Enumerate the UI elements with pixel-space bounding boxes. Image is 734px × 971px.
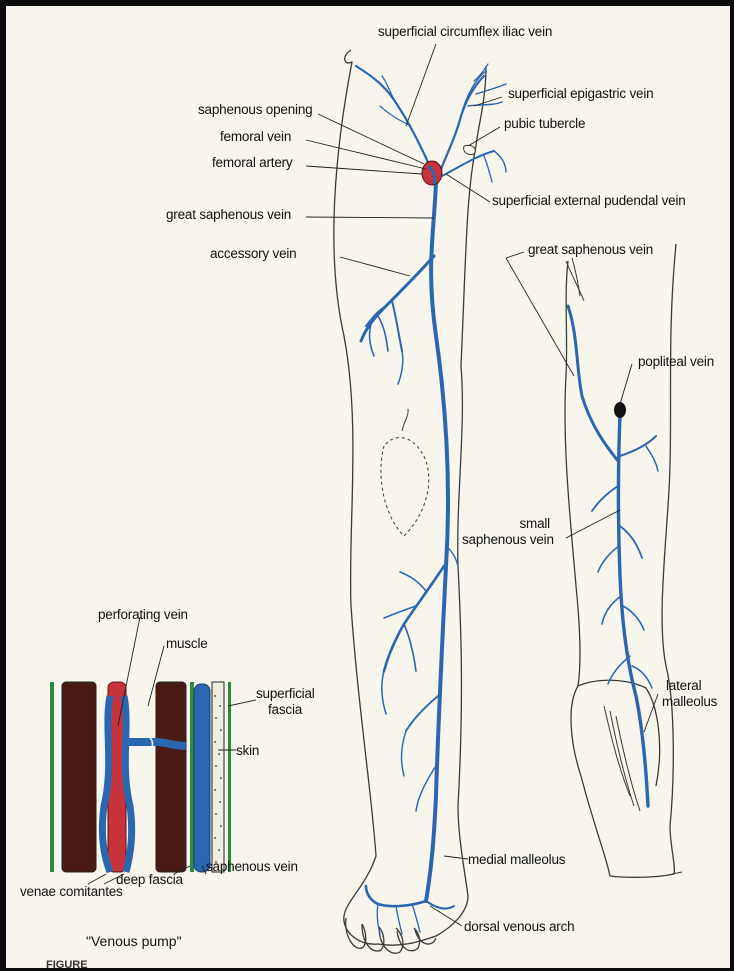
label-superficial-external-pudendal-vein: superficial external pudendal vein <box>492 193 686 208</box>
label-medial-malleolus: medial malleolus <box>468 852 565 867</box>
label-perforating-vein: perforating vein <box>98 607 188 622</box>
label-pubic-tubercle: pubic tubercle <box>504 116 585 131</box>
label-popliteal-vein: popliteal vein <box>638 354 714 369</box>
label-accessory-vein: accessory vein <box>210 246 297 261</box>
label-small-saphenous-vein-1: small <box>500 516 550 531</box>
label-superficial-epigastric-vein: superficial epigastric vein <box>508 86 653 101</box>
label-dorsal-venous-arch: dorsal venous arch <box>464 919 574 934</box>
figure-caption: FIGURE <box>46 958 88 968</box>
label-muscle: muscle <box>166 636 208 651</box>
venous-pump-inset <box>50 682 231 872</box>
label-deep-fascia: deep fascia <box>116 872 183 887</box>
label-saphenous-opening: saphenous opening <box>198 102 312 117</box>
venous-pump-caption: "Venous pump" <box>86 934 182 949</box>
label-superficial-fascia-2: fascia <box>268 702 302 717</box>
label-lateral-malleolus-1: lateral <box>666 678 701 693</box>
label-femoral-artery: femoral artery <box>212 155 292 170</box>
label-great-saphenous-vein-back: great saphenous vein <box>528 242 653 257</box>
anatomy-page: superficial circumflex iliac vein superf… <box>6 6 730 968</box>
popliteal-vein-mark <box>614 402 626 418</box>
label-venae-comitantes: venae comitantes <box>20 884 123 899</box>
label-superficial-circumflex-iliac-vein: superficial circumflex iliac vein <box>378 24 552 39</box>
label-skin: skin <box>236 743 259 758</box>
leg-veins-illustration <box>6 6 730 968</box>
label-superficial-fascia-1: superficial <box>256 686 315 701</box>
front-leg-veins <box>356 64 506 934</box>
label-femoral-vein: femoral vein <box>220 129 291 144</box>
label-lateral-malleolus-2: malleolus <box>662 694 717 709</box>
back-leg-outline <box>565 244 682 877</box>
label-saphenous-vein: saphenous vein <box>206 859 298 874</box>
label-small-saphenous-vein-2: saphenous vein <box>462 532 554 547</box>
front-leg-outline <box>334 50 486 953</box>
label-great-saphenous-vein-front: great saphenous vein <box>166 207 291 222</box>
